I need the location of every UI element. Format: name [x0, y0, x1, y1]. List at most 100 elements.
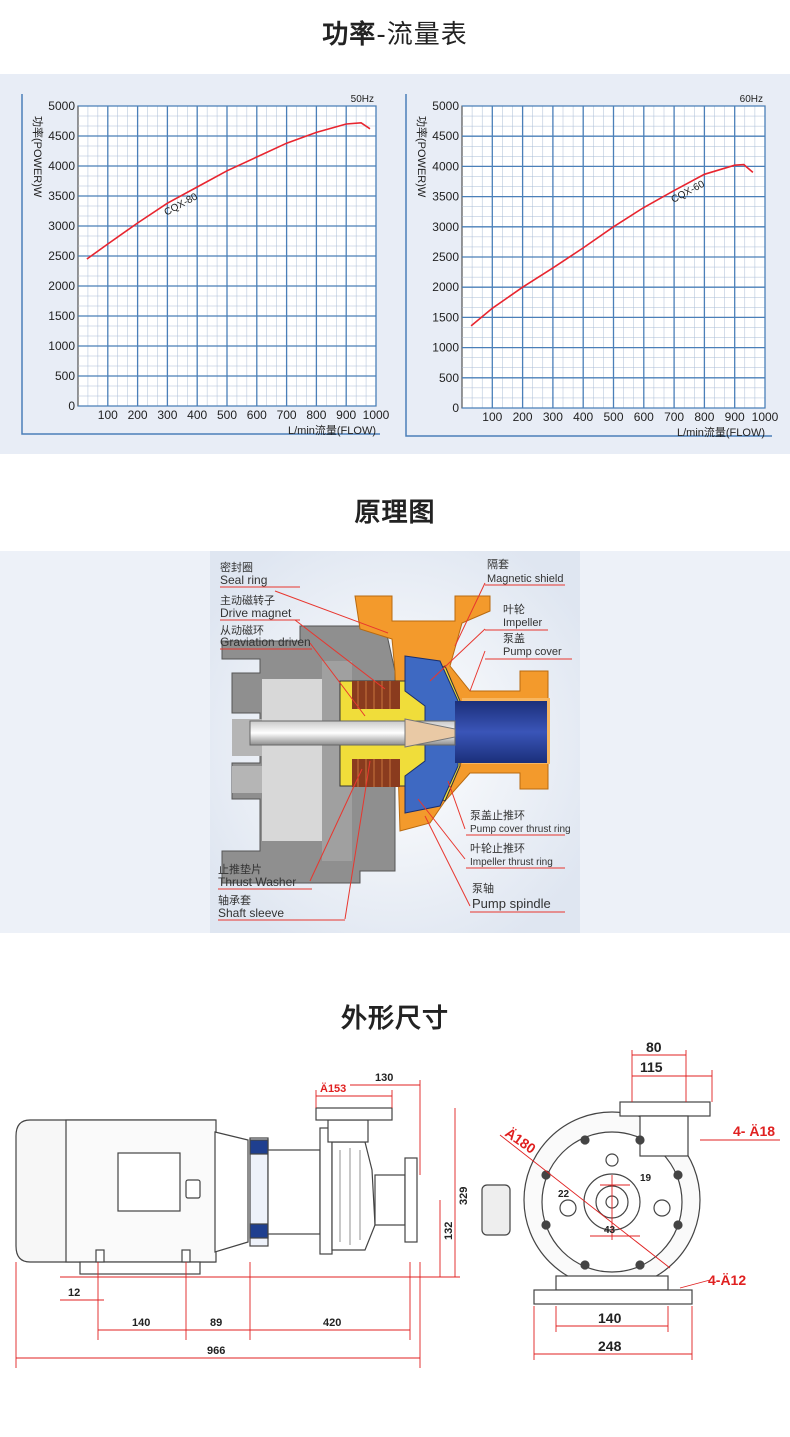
x-tick-label: 800: [694, 410, 714, 424]
y-tick-label: 2000: [48, 279, 75, 293]
x-tick-label: 1000: [363, 408, 390, 422]
chart-frame: [405, 94, 772, 437]
x-tick-label: 200: [513, 410, 533, 424]
x-axis-label: L/min流量(FLOW): [677, 425, 765, 439]
dim-pcd: Ä180: [502, 1124, 539, 1156]
principle-diagram: 密封圈 Seal ring 主动磁转子 Drive magnet 从动磁环 Gr…: [210, 551, 580, 933]
x-tick-label: 900: [336, 408, 356, 422]
power-title-bold: 功率: [322, 20, 377, 50]
y-tick-label: 500: [439, 371, 459, 385]
y-tick-label: 4500: [48, 129, 75, 143]
y-tick-label: 3000: [48, 219, 75, 233]
cover-thrust-cn: 泵盖止推环: [470, 808, 525, 822]
y-tick-label: 0: [68, 399, 75, 413]
y-tick-label: 3500: [432, 190, 459, 204]
y-tick-label: 500: [55, 369, 75, 383]
x-tick-label: 300: [543, 410, 563, 424]
dim-248: 248: [598, 1338, 622, 1354]
x-tick-label: 600: [247, 408, 267, 422]
y-tick-label: 4000: [48, 159, 75, 173]
dim-22: 22: [558, 1189, 570, 1200]
seal-ring-en: Seal ring: [220, 573, 267, 587]
cover-thrust-en: Pump cover thrust ring: [470, 824, 571, 835]
impeller-en: Impeller: [503, 617, 542, 629]
y-tick-label: 2000: [432, 280, 459, 294]
dim-140: 140: [132, 1317, 150, 1329]
chart-frame: [21, 94, 380, 435]
dim-420: 420: [323, 1317, 341, 1329]
impeller-cn: 叶轮: [503, 602, 525, 616]
x-tick-label: 100: [482, 410, 502, 424]
dim-43: 43: [604, 1225, 616, 1236]
y-tick-label: 4500: [432, 129, 459, 143]
pump-spindle-block: [455, 701, 547, 763]
spindle-cn: 泵轴: [472, 881, 494, 895]
y-tick-label: 5000: [432, 99, 459, 113]
drive-magnet-cn: 主动磁转子: [220, 593, 275, 607]
x-tick-label: 100: [98, 408, 118, 422]
frequency-label: 50Hz: [351, 94, 374, 105]
y-tick-label: 1500: [48, 309, 75, 323]
x-tick-label: 700: [277, 408, 297, 422]
y-tick-label: 2500: [48, 249, 75, 263]
thrust-washer-en: Thrust Washer: [218, 875, 296, 889]
dim-329: 329: [458, 1187, 470, 1205]
dim-89: 89: [210, 1317, 222, 1329]
leader-lines: [274, 582, 486, 920]
dimension-drawing: Ä153 130 329 132 12 140 89 420 966: [15, 1040, 780, 1368]
x-tick-label: 400: [187, 408, 207, 422]
series-line: [470, 163, 754, 327]
magnetic-shield-cn: 隔套: [487, 558, 509, 571]
y-axis-label: 功率(POWER)W: [31, 116, 45, 198]
x-tick-label: 900: [725, 410, 745, 424]
x-tick-label: 400: [573, 410, 593, 424]
dim-80: 80: [646, 1040, 662, 1055]
x-tick-label: 700: [664, 410, 684, 424]
magnetic-shield-en: Magnetic shield: [487, 573, 563, 585]
x-tick-label: 500: [603, 410, 623, 424]
y-tick-label: 4000: [432, 159, 459, 173]
dim-130: 130: [375, 1072, 393, 1084]
y-tick-label: 3000: [432, 220, 459, 234]
seal-ring-cn: 密封圈: [220, 560, 253, 574]
drive-magnet-bottom: [352, 759, 400, 787]
side-dim-lines: [15, 1080, 460, 1368]
x-tick-label: 500: [217, 408, 237, 422]
y-axis-label: 功率(POWER)W: [415, 116, 429, 198]
dim-outlet-dia: Ä153: [320, 1082, 346, 1095]
drive-magnet-top: [352, 681, 400, 709]
side-dim-text: Ä153 130 329 132 12 140 89 420 966: [68, 1072, 470, 1357]
front-dim-lines: [499, 1050, 780, 1360]
y-tick-label: 2500: [432, 250, 459, 264]
thrust-washer-cn: 止推垫片: [218, 862, 262, 876]
drive-magnet-en: Drive magnet: [220, 606, 292, 620]
power-flow-title: 功率-流量表: [0, 14, 790, 51]
y-tick-label: 1500: [432, 310, 459, 324]
dim-12: 12: [68, 1287, 80, 1299]
dim-19: 19: [640, 1173, 652, 1184]
y-tick-label: 5000: [48, 99, 75, 113]
dim-132: 132: [443, 1222, 455, 1240]
pump-cover-en: Pump cover: [503, 646, 562, 658]
y-tick-label: 1000: [432, 341, 459, 355]
y-tick-label: 1000: [48, 339, 75, 353]
series-line: [86, 121, 371, 260]
dim-bolt: 4- Ä18: [733, 1123, 775, 1139]
y-tick-label: 3500: [48, 189, 75, 203]
dim-140b: 140: [598, 1310, 622, 1326]
shaft-sleeve-cn: 轴承套: [218, 893, 251, 907]
impeller-thrust-cn: 叶轮止推环: [470, 841, 525, 855]
pump-cover-cn: 泵盖: [503, 631, 525, 645]
driven-en: Graviation driven: [220, 635, 311, 649]
power-charts: 100 200 300 400 500 600 700 800 900 1000 0 500 1000 1…: [21, 94, 779, 439]
x-axis-label: L/min流量(FLOW): [288, 423, 376, 437]
spindle-en: Pump spindle: [472, 896, 551, 911]
principle-title: 原理图: [354, 498, 436, 528]
dimension-title: 外形尺寸: [340, 1004, 449, 1034]
frequency-label: 60Hz: [740, 94, 763, 105]
dim-115: 115: [640, 1059, 663, 1075]
x-tick-label: 300: [157, 408, 177, 422]
spindle-tip: [404, 718, 456, 748]
